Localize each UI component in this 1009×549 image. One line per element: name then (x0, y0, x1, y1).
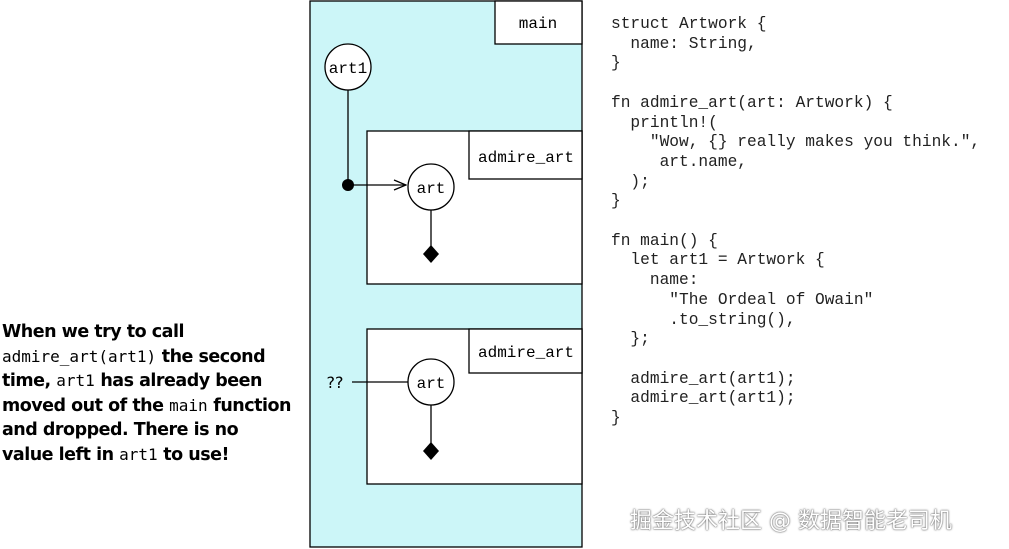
code-line: } (611, 409, 621, 428)
code-listing: struct Artwork { name: String, } fn admi… (611, 15, 980, 429)
caption-text-4: function and dropped. There is no value … (2, 396, 291, 465)
code-line: .to_string(), (611, 310, 796, 329)
code-line: name: String, (611, 34, 757, 53)
drop-diamond-2 (423, 442, 439, 460)
code-line: let art1 = Artwork { (611, 251, 825, 270)
code-line: struct Artwork { (611, 15, 767, 33)
admire-art-label-box-2 (468, 328, 583, 374)
unknown-marker: ?? (327, 373, 344, 392)
caption-text-3: has already been moved out of the (2, 371, 263, 417)
caption-text-1: When we try to call (2, 322, 184, 342)
code-line: art.name, (611, 152, 747, 171)
caption-text-5: to use! (157, 444, 229, 465)
code-line: }; (611, 330, 650, 349)
caption-text-2: the second time, (2, 346, 266, 392)
art-node-label-2: art (417, 375, 446, 393)
drop-diamond-1 (423, 245, 439, 263)
memory-diagram: main admire_art admire_art art1 art ?? a… (309, 0, 583, 548)
caption: When we try to call admire_art(art1) the… (2, 321, 292, 467)
code-line: admire_art(art1); (611, 389, 796, 408)
code-line: name: (611, 271, 699, 290)
code-line: "The Ordeal of Owain" (611, 290, 874, 309)
move-dot (342, 179, 354, 191)
art1-node-label: art1 (329, 60, 367, 78)
code-line: admire_art(art1); (611, 369, 796, 388)
watermark: 掘金技术社区 @ 数据智能老司机 (630, 509, 952, 534)
art-node-1 (407, 163, 455, 211)
admire-art-label-2: admire_art (478, 344, 574, 362)
caption-code-main: main (169, 396, 208, 416)
caption-code-art1-2: art1 (119, 444, 158, 464)
art-node-label-1: art (417, 180, 446, 198)
admire-art-label-box-1 (468, 130, 583, 180)
code-line: fn main() { (611, 231, 718, 250)
caption-code-art1: art1 (56, 371, 95, 391)
code-line: fn admire_art(art: Artwork) { (611, 93, 893, 112)
main-label-box (494, 0, 583, 45)
code-line: } (611, 192, 621, 211)
art1-node (324, 43, 372, 91)
code-line: ); (611, 172, 650, 191)
code-line: } (611, 54, 621, 73)
art-node-2 (407, 358, 455, 406)
caption-code-admire-art: admire_art(art1) (2, 346, 157, 366)
code-line: println!( (611, 113, 718, 132)
main-label: main (519, 15, 557, 33)
admire-art-label-1: admire_art (478, 149, 574, 167)
code-line: "Wow, {} really makes you think.", (611, 133, 981, 152)
